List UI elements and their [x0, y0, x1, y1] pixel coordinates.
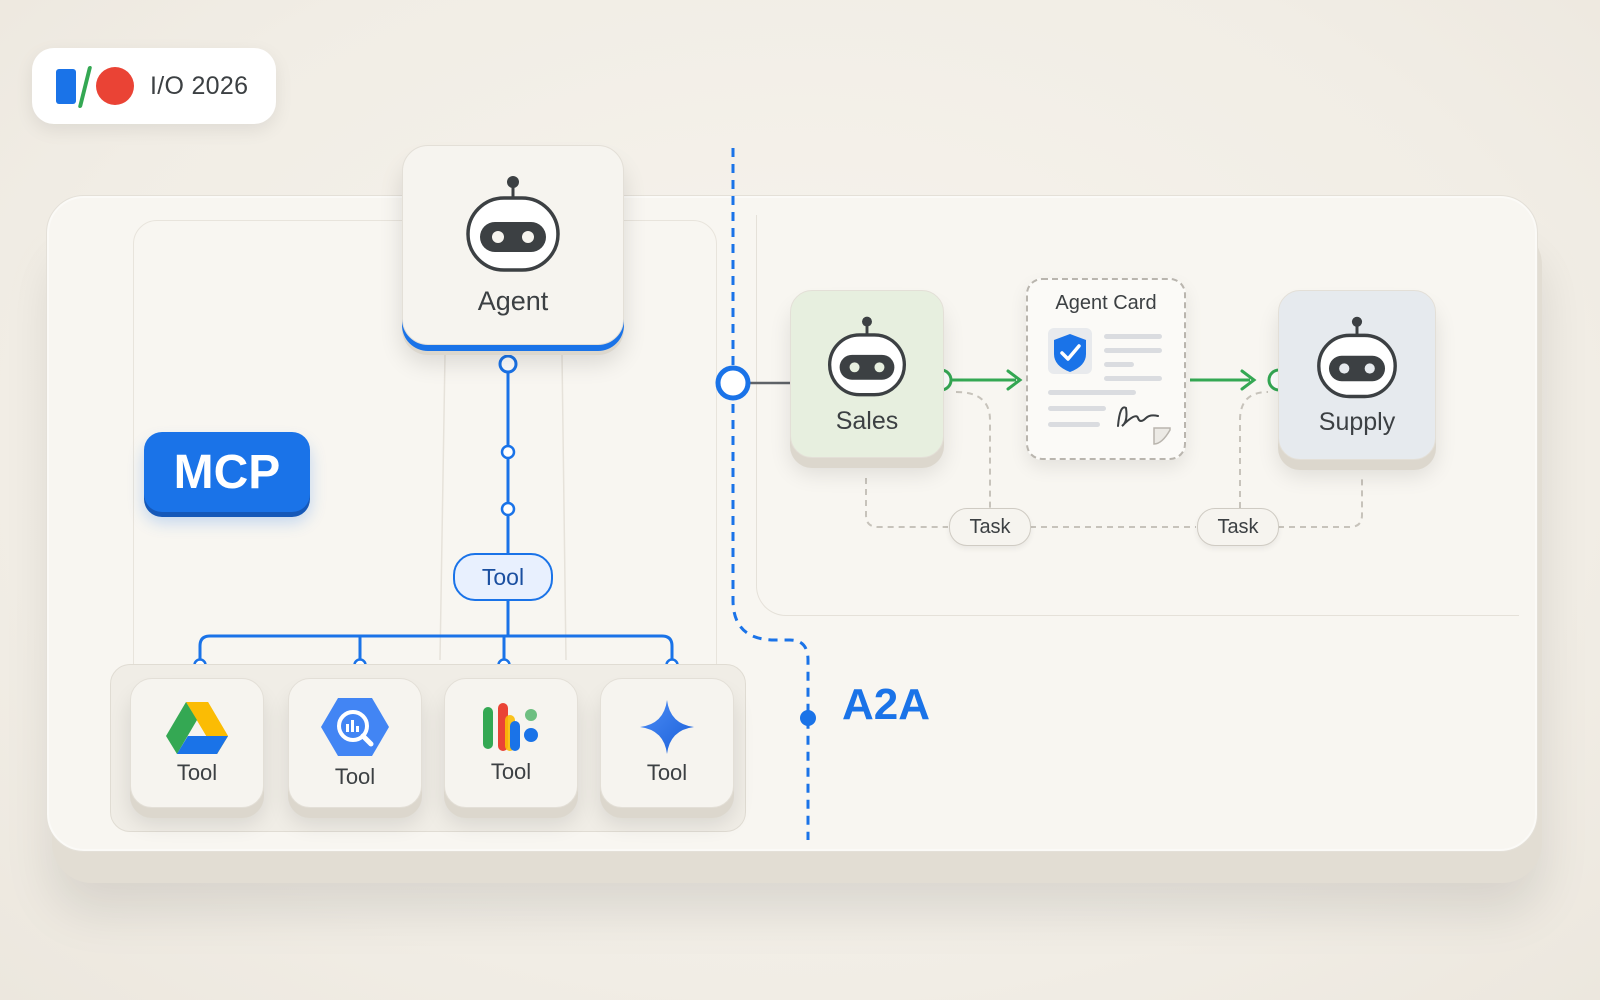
- agent-card-title: Agent Card: [1055, 292, 1157, 314]
- a2a-divider-line: [731, 148, 810, 840]
- a2a-divider-dot: [800, 710, 816, 726]
- tool-tree-lines: [198, 597, 674, 662]
- io-logo-icon: [56, 66, 136, 108]
- a2a-entry-node: [715, 365, 751, 401]
- event-title: I/O 2026: [150, 71, 249, 100]
- task-pill[interactable]: Task: [1197, 508, 1279, 546]
- tool-label: Tool: [490, 759, 532, 784]
- io-logo-badge: I/O 2026: [32, 48, 276, 124]
- a2a-zone: [756, 215, 1519, 616]
- google-drive-icon: [166, 702, 228, 754]
- sales-agent-node[interactable]: Sales: [790, 290, 944, 458]
- agent-node[interactable]: Agent: [402, 145, 624, 345]
- agent-label: Agent: [477, 285, 549, 316]
- robot-icon: [827, 316, 907, 396]
- sales-label: Sales: [835, 406, 899, 435]
- gemini-sparkle-icon: [640, 700, 694, 754]
- robot-icon: [466, 175, 560, 272]
- agent-card-document[interactable]: Agent Card: [1026, 278, 1186, 460]
- supply-label: Supply: [1318, 407, 1396, 436]
- tool-card-gemini[interactable]: Tool: [600, 678, 734, 808]
- looker-icon: [483, 703, 538, 751]
- bigquery-icon: [321, 698, 389, 756]
- signature-icon: [1117, 406, 1159, 427]
- supply-agent-node[interactable]: Supply: [1278, 290, 1436, 460]
- agent-card-contents: [1048, 328, 1171, 445]
- a2a-label: A2A: [842, 680, 931, 729]
- tool-hub-pill[interactable]: Tool: [453, 553, 553, 601]
- robot-icon: [1317, 316, 1397, 398]
- tool-label: Tool: [334, 764, 376, 789]
- tool-label: Tool: [176, 760, 218, 785]
- tool-card-looker[interactable]: Tool: [444, 678, 578, 808]
- shield-check-icon: [1054, 334, 1086, 372]
- tool-card-drive[interactable]: Tool: [130, 678, 264, 808]
- task-pill[interactable]: Task: [949, 508, 1031, 546]
- tool-label: Tool: [646, 760, 688, 785]
- tool-card-bigquery[interactable]: Tool: [288, 678, 422, 808]
- mcp-badge: MCP: [144, 432, 310, 512]
